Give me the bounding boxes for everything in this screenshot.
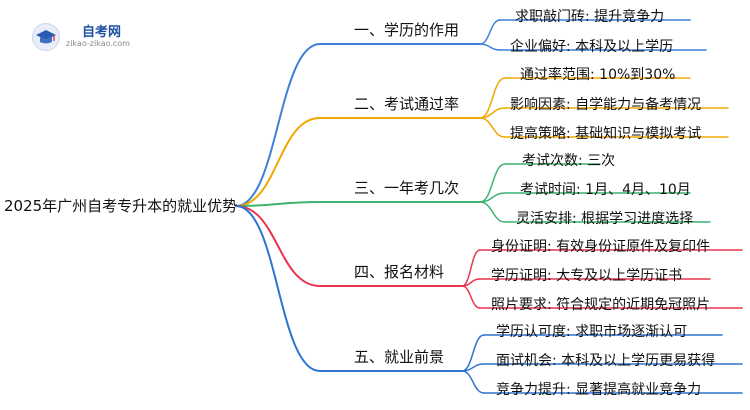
site-logo[interactable]: 自考网 zikao-zikao.com [28, 18, 138, 54]
leaf-2-1: 通过率范围: 10%到30% [520, 67, 676, 83]
leaf-5-1: 学历认可度: 求职市场逐渐认可 [496, 324, 688, 340]
branch-2-label: 二、考试通过率 [354, 95, 460, 113]
branch-4-label: 四、报名材料 [354, 263, 445, 281]
connector-branch-4-leaf-2 [461, 278, 481, 287]
branch-5-label: 五、就业前景 [354, 348, 445, 366]
leaf-1-1: 求职敲门砖: 提升竞争力 [515, 9, 665, 25]
leaf-2-2: 影响因素: 自学能力与备考情况 [510, 97, 702, 113]
connector-root-branch-2 [235, 117, 321, 207]
logo-domain: zikao-zikao.com [66, 39, 130, 48]
leaf-3-3: 灵活安排: 根据学习进度选择 [516, 211, 694, 227]
connector-branch-4-leaf-3 [461, 285, 481, 309]
connector-root-branch-4 [235, 205, 321, 287]
leaf-4-2: 学历证明: 大专及以上学历证书 [491, 268, 683, 284]
leaf-5-3: 竞争力提升: 显著提高就业竞争力 [496, 382, 702, 398]
leaf-4-1: 身份证明: 有效身份证原件及复印件 [491, 239, 711, 255]
connector-branch-5-leaf-1 [461, 334, 485, 372]
branch-1-label: 一、学历的作用 [354, 21, 460, 39]
leaf-4-3: 照片要求: 符合规定的近期免冠照片 [491, 297, 711, 313]
leaf-2-3: 提高策略: 基础知识与模拟考试 [510, 126, 702, 142]
connector-root-branch-3 [235, 201, 321, 207]
branch-3-label: 三、一年考几次 [354, 179, 460, 197]
leaf-3-2: 考试时间: 1月、4月、10月 [520, 182, 691, 198]
leaf-3-1: 考试次数: 三次 [522, 153, 616, 169]
connector-branch-2-leaf-3 [479, 117, 506, 138]
connector-root-branch-1 [235, 43, 321, 207]
leaf-1-2: 企业偏好: 本科及以上学历 [510, 39, 674, 55]
connector-branch-2-leaf-1 [479, 77, 506, 119]
connector-branch-5-leaf-2 [461, 363, 485, 372]
graduation-cap-icon [32, 23, 60, 51]
connector-root-branch-5 [235, 205, 321, 372]
connector-branch-3-leaf-1 [479, 163, 506, 203]
connector-branch-5-leaf-3 [461, 370, 485, 394]
connector-branch-1-leaf-1 [479, 19, 501, 45]
leaf-5-2: 面试机会: 本科及以上学历更易获得 [496, 353, 716, 369]
connector-branch-3-leaf-3 [479, 201, 506, 223]
root-topic: 2025年广州自考专升本的就业优势 [4, 197, 238, 215]
logo-name: 自考网 [82, 25, 122, 40]
connector-branch-4-leaf-1 [461, 249, 481, 287]
connector-branch-1-leaf-2 [479, 43, 501, 51]
